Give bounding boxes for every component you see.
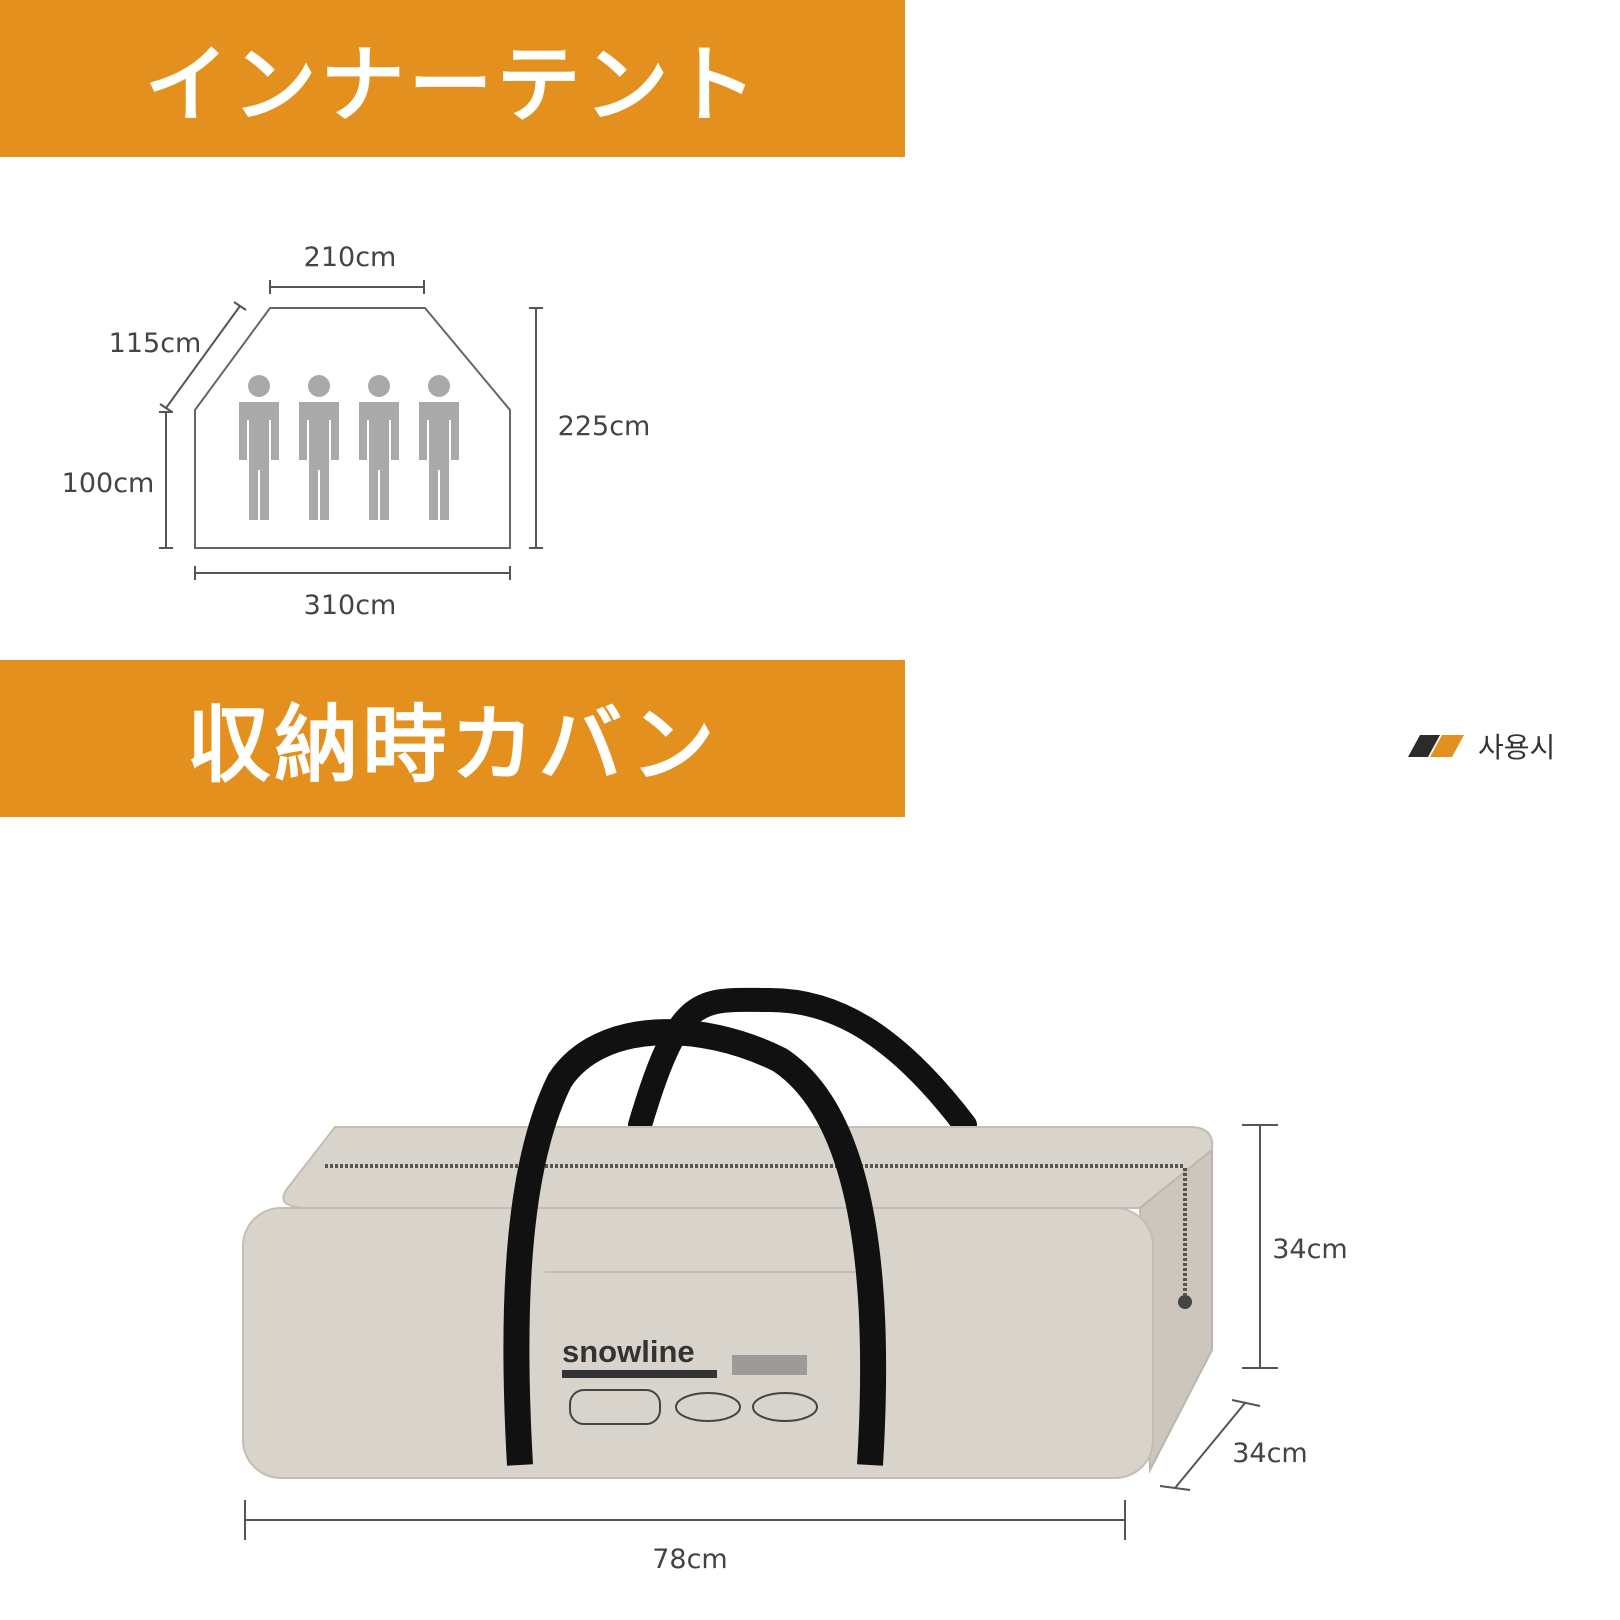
person-icon — [359, 375, 399, 520]
person-icon — [239, 375, 279, 520]
person-icons — [239, 375, 459, 520]
dim-slant-label: 115cm — [109, 328, 202, 359]
bag-front-handle — [503, 1019, 887, 1466]
bag-height-label: 34cm — [1272, 1234, 1348, 1265]
storage-bag: snowline — [242, 987, 1214, 1479]
inner-tent-section-header: インナーテント — [0, 0, 905, 157]
person-icon — [419, 375, 459, 520]
bag-brand-logo: snowline — [562, 1334, 695, 1369]
storage-bag-section-header: 収納時カバン — [0, 660, 905, 817]
bag-length-label: 78cm — [652, 1544, 728, 1575]
dim-side-label: 100cm — [62, 468, 155, 499]
bag-dimension-lines — [244, 1124, 1278, 1540]
person-icon — [299, 375, 339, 520]
legend-color-swatch-icon — [1408, 735, 1464, 757]
dimension-lines — [159, 280, 543, 580]
dim-bottom-label: 310cm — [304, 590, 397, 621]
dim-depth-label: 225cm — [558, 411, 651, 442]
usage-legend: 사용시 — [1400, 726, 1555, 766]
bag-depth-label: 34cm — [1232, 1438, 1308, 1469]
legend-label: 사용시 — [1478, 731, 1556, 764]
dim-top-label: 210cm — [304, 242, 397, 273]
